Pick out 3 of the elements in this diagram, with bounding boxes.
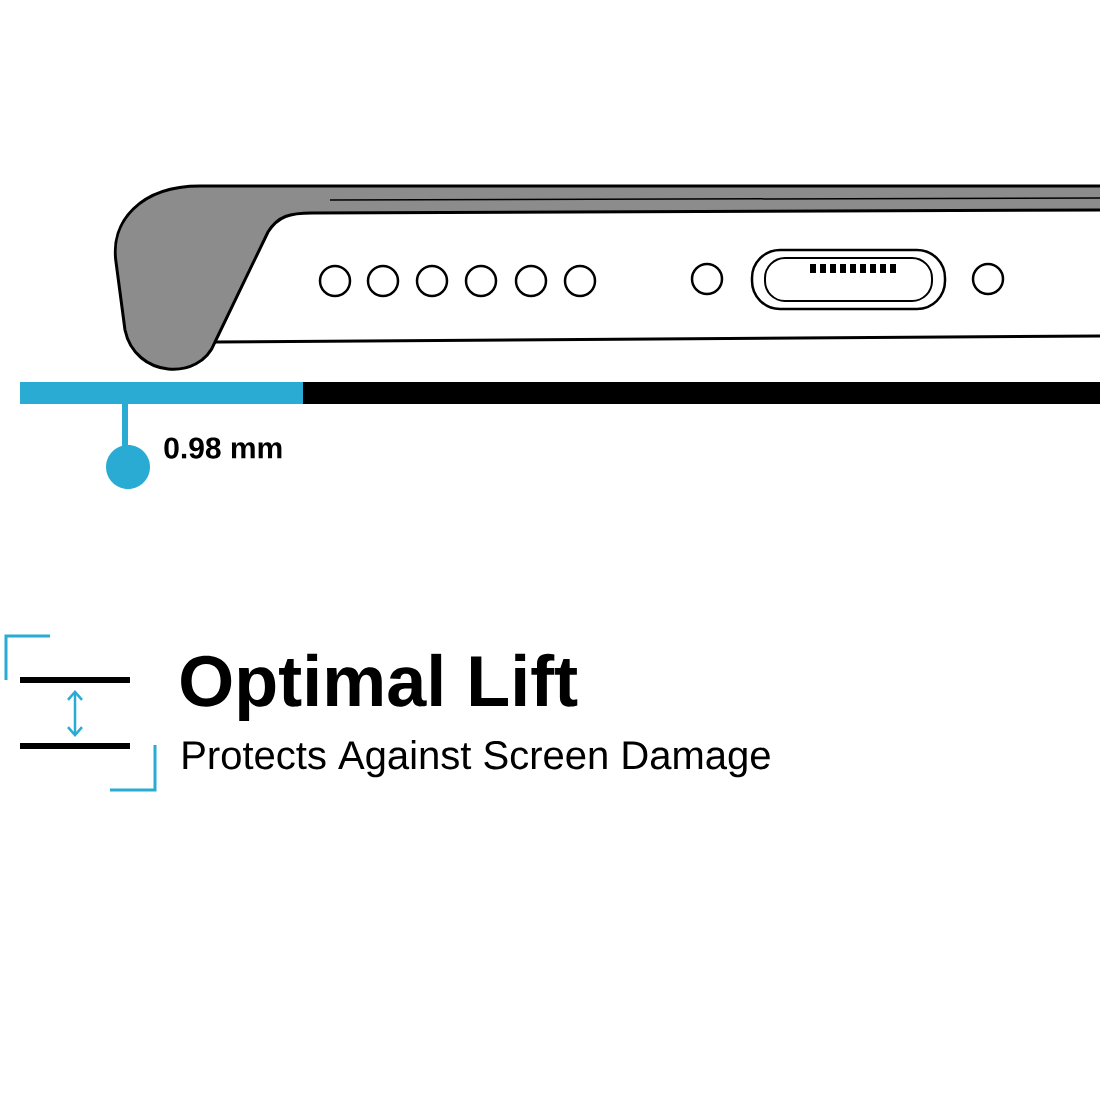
dimension-label: 0.98 mm bbox=[164, 437, 282, 459]
heading: Optimal Lift bbox=[181, 653, 578, 721]
subheading: Protects Against Screen Damage bbox=[183, 740, 770, 778]
